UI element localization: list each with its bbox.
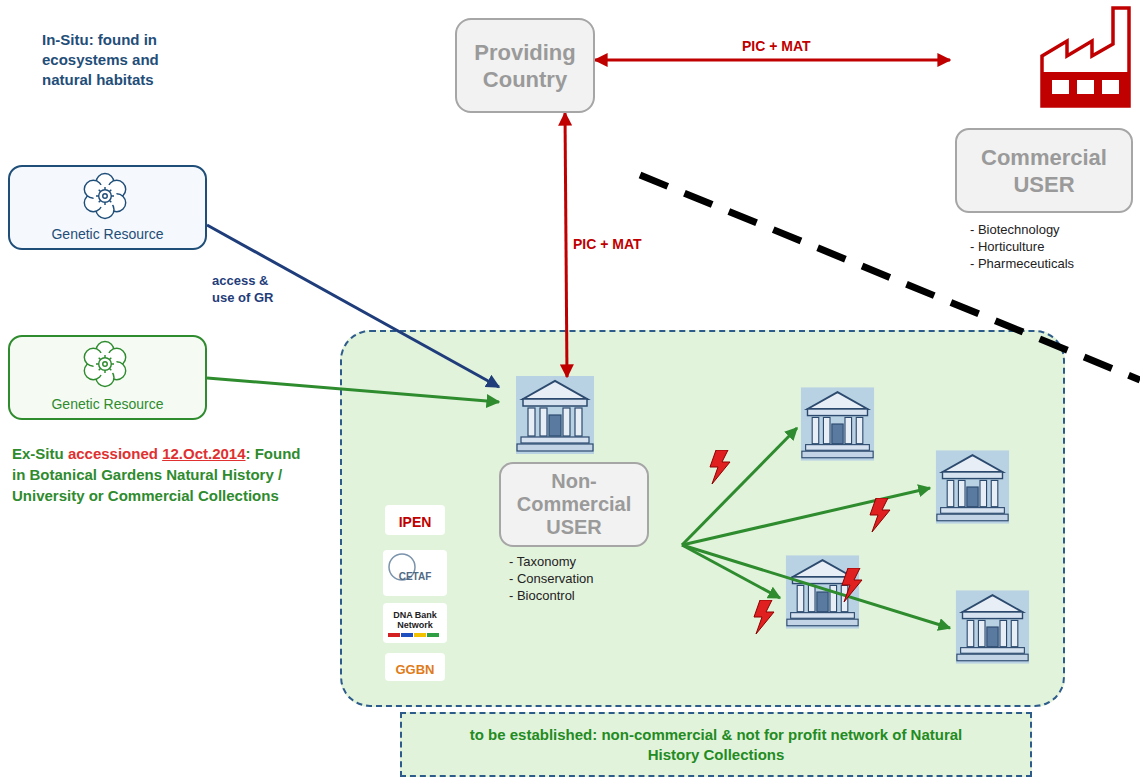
list-item: - Biocontrol bbox=[509, 587, 594, 604]
logo-text: IPEN bbox=[385, 507, 445, 537]
country-box: Providing Country bbox=[455, 18, 595, 113]
note-text: to be established: non-commercial & not … bbox=[466, 725, 966, 765]
box-title: Non-Commercial USER bbox=[507, 470, 641, 539]
logo-text: DNA Bank Network bbox=[387, 607, 443, 633]
list-item: - Conservation bbox=[509, 570, 594, 587]
use-list: - Taxonomy- Conservation- Biocontrol bbox=[509, 553, 594, 604]
note-date: 12.Oct.2014 bbox=[162, 445, 245, 462]
user-box: Commercial USER bbox=[955, 128, 1133, 213]
logo-text: GGBN bbox=[385, 655, 445, 683]
list-item: - Biotechnology bbox=[970, 221, 1074, 238]
connector bbox=[207, 378, 499, 402]
box-label: Genetic Resource bbox=[51, 396, 163, 413]
commercial-user: Commercial USER - Biotechnology- Horticul… bbox=[950, 5, 1135, 280]
edge-label: access & use of GR bbox=[212, 272, 286, 306]
resource-box: Genetic ResourceEx-Situaccessioned12.Oct… bbox=[8, 335, 207, 420]
use-list: - Biotechnology- Horticulture- Pharmeceu… bbox=[970, 221, 1074, 272]
heading: In-Situ: found in ecosystems and natural… bbox=[42, 30, 212, 90]
logo-text: CETAF bbox=[383, 566, 447, 586]
connector bbox=[207, 225, 499, 387]
edge-label: PIC + MAT bbox=[573, 236, 663, 253]
box-label: Genetic Resource bbox=[51, 226, 163, 243]
box-title: Providing Country bbox=[463, 39, 587, 93]
connector bbox=[565, 113, 567, 377]
box-title: Commercial USER bbox=[963, 144, 1125, 198]
list-item: - Taxonomy bbox=[509, 553, 594, 570]
connector bbox=[595, 59, 950, 62]
note-term: Ex-Situ bbox=[12, 445, 64, 462]
list-item: - Pharmeceuticals bbox=[970, 255, 1074, 272]
ex-situ-note: Ex-Situaccessioned12.Oct.2014: Found in … bbox=[12, 443, 312, 506]
user-box: Non-Commercial USER bbox=[499, 462, 649, 547]
resource-box: In-Situ: found in ecosystems and natural… bbox=[8, 165, 207, 250]
note-term: accessioned bbox=[68, 445, 158, 462]
edge-label: PIC + MAT bbox=[742, 38, 832, 55]
list-item: - Horticulture bbox=[970, 238, 1074, 255]
network-note-box: to be established: non-commercial & not … bbox=[400, 712, 1032, 777]
noncommercial-user: Non-Commercial USER - Taxonomy- Conservat… bbox=[499, 377, 649, 607]
